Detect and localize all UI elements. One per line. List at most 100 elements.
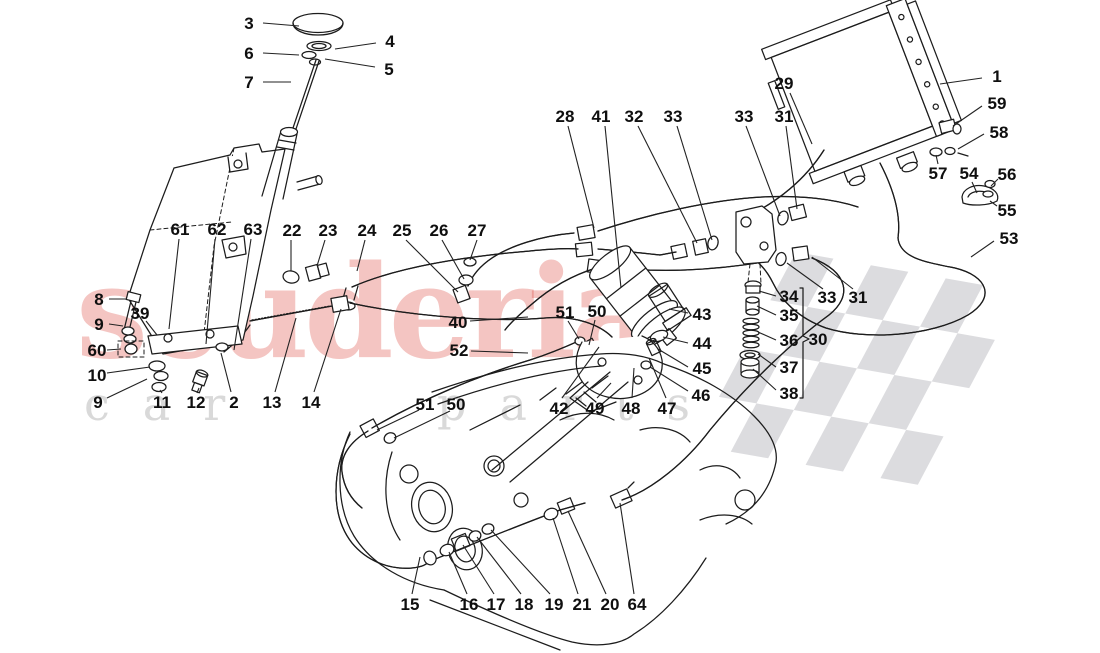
part-callout-39[interactable]: 39 — [131, 304, 150, 323]
part-callout-33[interactable]: 33 — [818, 288, 837, 307]
part-callout-47[interactable]: 47 — [658, 399, 677, 418]
leader-lines — [106, 22, 999, 595]
part-callout-4[interactable]: 4 — [385, 32, 395, 51]
part-callout-30[interactable]: 30 — [809, 330, 828, 349]
part-callout-50[interactable]: 50 — [447, 395, 466, 414]
part-callout-33[interactable]: 33 — [735, 107, 754, 126]
part-callout-38[interactable]: 38 — [780, 384, 799, 403]
part-callout-10[interactable]: 10 — [88, 366, 107, 385]
part-callout-50[interactable]: 50 — [588, 302, 607, 321]
part-callout-35[interactable]: 35 — [780, 306, 799, 325]
leader-line-9 — [106, 378, 148, 399]
part-callout-36[interactable]: 36 — [780, 331, 799, 350]
part-callout-24[interactable]: 24 — [358, 221, 377, 240]
leader-line-31 — [811, 256, 854, 290]
part-callout-51[interactable]: 51 — [556, 303, 575, 322]
part-callout-41[interactable]: 41 — [592, 107, 611, 126]
part-callout-6[interactable]: 6 — [244, 44, 253, 63]
part-callout-64[interactable]: 64 — [628, 595, 647, 614]
part-callout-18[interactable]: 18 — [515, 595, 534, 614]
leader-line-33 — [745, 125, 781, 217]
leader-line-38 — [752, 368, 777, 391]
part-callout-48[interactable]: 48 — [622, 399, 641, 418]
part-callout-3[interactable]: 3 — [244, 14, 253, 33]
part-callout-14[interactable]: 14 — [302, 393, 321, 412]
part-callout-46[interactable]: 46 — [692, 386, 711, 405]
part-callout-45[interactable]: 45 — [693, 359, 712, 378]
part-callout-19[interactable]: 19 — [545, 595, 564, 614]
leader-line-15 — [411, 556, 421, 595]
leader-line-62 — [205, 238, 216, 345]
part-callout-32[interactable]: 32 — [625, 107, 644, 126]
part-callout-25[interactable]: 25 — [393, 221, 412, 240]
leader-line-36 — [757, 331, 777, 341]
leader-line-35 — [756, 305, 777, 316]
part-callout-54[interactable]: 54 — [960, 164, 979, 183]
leader-line-18 — [476, 536, 522, 595]
leader-line-44 — [662, 336, 689, 344]
part-callout-9[interactable]: 9 — [94, 315, 103, 334]
flag-cell — [880, 429, 944, 485]
part-callout-55[interactable]: 55 — [998, 201, 1017, 220]
part-callout-1[interactable]: 1 — [992, 67, 1001, 86]
part-callout-60[interactable]: 60 — [88, 341, 107, 360]
part-callout-23[interactable]: 23 — [319, 221, 338, 240]
leader-line-40 — [469, 316, 529, 322]
leader-line-29 — [789, 92, 813, 145]
leader-line-19 — [490, 529, 551, 595]
part-callout-34[interactable]: 34 — [780, 287, 799, 306]
part-callout-27[interactable]: 27 — [468, 221, 487, 240]
part-callout-13[interactable]: 13 — [263, 393, 282, 412]
leader-line-3 — [262, 22, 300, 27]
part-callout-28[interactable]: 28 — [556, 107, 575, 126]
part-callout-31[interactable]: 31 — [775, 107, 794, 126]
part-callout-29[interactable]: 29 — [775, 74, 794, 93]
leader-line-23 — [316, 239, 326, 267]
part-callout-61[interactable]: 61 — [171, 220, 190, 239]
part-callout-22[interactable]: 22 — [283, 221, 302, 240]
part-callout-44[interactable]: 44 — [693, 334, 712, 353]
part-callout-26[interactable]: 26 — [430, 221, 449, 240]
part-callout-59[interactable]: 59 — [988, 94, 1007, 113]
part-callout-16[interactable]: 16 — [460, 595, 479, 614]
part-callout-2[interactable]: 2 — [229, 393, 238, 412]
part-callout-5[interactable]: 5 — [384, 60, 393, 79]
part-callout-62[interactable]: 62 — [208, 220, 227, 239]
part-callout-63[interactable]: 63 — [244, 220, 263, 239]
part-callout-43[interactable]: 43 — [693, 305, 712, 324]
part-callout-11[interactable]: 11 — [153, 393, 171, 412]
part-callout-52[interactable]: 52 — [450, 341, 469, 360]
leader-line-26 — [441, 239, 465, 280]
part-callout-49[interactable]: 49 — [586, 399, 605, 418]
part-callout-9[interactable]: 9 — [93, 393, 102, 412]
part-callout-17[interactable]: 17 — [487, 595, 506, 614]
flag-cell — [920, 278, 984, 334]
leader-line-58 — [957, 133, 985, 150]
pump-bracket-drawing — [735, 203, 810, 285]
part-callout-20[interactable]: 20 — [601, 595, 620, 614]
part-callout-31[interactable]: 31 — [849, 288, 868, 307]
part-callout-21[interactable]: 21 — [573, 595, 592, 614]
leader-line-31 — [785, 125, 798, 210]
part-callout-58[interactable]: 58 — [990, 123, 1009, 142]
part-callout-53[interactable]: 53 — [1000, 229, 1019, 248]
part-callout-40[interactable]: 40 — [449, 313, 468, 332]
flag-cell — [845, 265, 909, 321]
flag-cell — [868, 374, 932, 430]
part-callout-57[interactable]: 57 — [929, 164, 948, 183]
part-callout-7[interactable]: 7 — [244, 73, 253, 92]
part-callout-51[interactable]: 51 — [416, 395, 435, 414]
part-callout-15[interactable]: 15 — [401, 595, 420, 614]
part-callout-8[interactable]: 8 — [94, 290, 103, 309]
leader-line-55 — [989, 200, 998, 207]
part-callout-12[interactable]: 12 — [187, 393, 206, 412]
part-callout-37[interactable]: 37 — [780, 358, 799, 377]
part-callout-42[interactable]: 42 — [550, 399, 569, 418]
leader-line-51 — [376, 409, 420, 431]
part-callout-56[interactable]: 56 — [998, 165, 1017, 184]
part-callout-33[interactable]: 33 — [664, 107, 683, 126]
leader-line-60 — [106, 348, 122, 351]
